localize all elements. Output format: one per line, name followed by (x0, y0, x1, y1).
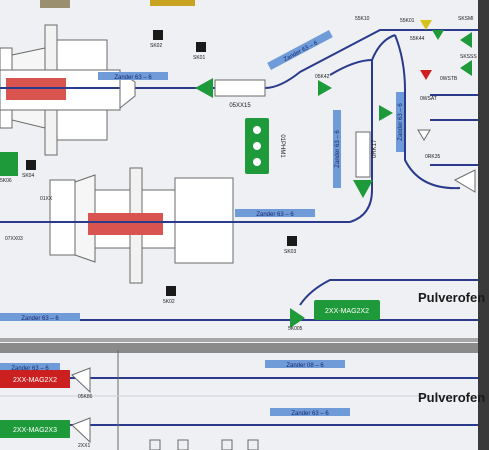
svg-text:05XX15: 05XX15 (229, 103, 251, 109)
svg-text:Zander 63 – 6: Zander 63 – 6 (291, 411, 329, 417)
svg-text:01XX: 01XX (40, 196, 53, 202)
conveyor-diag-upper[interactable]: Zander 63 – 6 (267, 30, 333, 71)
conveyor-bus-1[interactable]: Zander 08 – 6 (265, 360, 345, 369)
arrow-left-icon[interactable] (460, 60, 472, 76)
svg-text:05K42: 05K42 (315, 74, 330, 80)
red-status-block[interactable]: 2XX-MAG2X2 (0, 367, 91, 394)
pulverofen-heading-bottom: Pulverofen (418, 390, 485, 405)
svg-text:0RK35: 0RK35 (425, 154, 441, 160)
svg-text:Zander 08 – 6: Zander 08 – 6 (286, 363, 324, 369)
alarm-valve-icon[interactable] (420, 70, 432, 80)
svg-text:55K44: 55K44 (410, 36, 425, 42)
tags: SK02 SK01 SK04 SK03 5K02 5K06 55K10 55K0… (0, 16, 477, 449)
lower-oven-heater (88, 213, 163, 235)
conveyor-bus-2[interactable]: Zander 63 – 6 (270, 408, 350, 417)
header-image-strip (40, 0, 195, 8)
svg-text:05K86: 05K86 (78, 394, 93, 400)
conveyor-vertical-1[interactable]: Zander 63 – 6 (333, 110, 341, 188)
valve-column[interactable]: 0RK17 (353, 131, 378, 198)
svg-text:5K06: 5K06 (0, 178, 12, 184)
svg-text:SK03: SK03 (284, 249, 296, 255)
arrow-right-icon[interactable] (379, 105, 393, 121)
green-status-bar[interactable]: 2XX-MAG2X2 (290, 300, 380, 328)
svg-text:2XX1: 2XX1 (78, 443, 90, 449)
green-direction-markers[interactable] (318, 32, 472, 121)
conveyor-top[interactable]: Zander 63 – 6 (98, 72, 168, 81)
svg-text:07XX03: 07XX03 (5, 236, 23, 242)
svg-text:Zander 63 – 6: Zander 63 – 6 (21, 316, 59, 322)
conveyor-middle[interactable]: Zander 63 – 6 (235, 209, 315, 218)
arrow-left-icon[interactable] (460, 32, 472, 48)
right-edge (478, 0, 489, 450)
arrow-right-icon[interactable] (318, 80, 332, 96)
conveyor-vertical-2[interactable]: Zander 63 – 6 (396, 92, 404, 152)
svg-text:Zander 63 – 6: Zander 63 – 6 (114, 75, 152, 81)
svg-text:5K02: 5K02 (163, 299, 175, 305)
svg-text:2XX-MAG2X2: 2XX-MAG2X2 (325, 308, 369, 315)
svg-text:SKSMI: SKSMI (458, 16, 474, 22)
svg-text:0WSAT: 0WSAT (420, 96, 437, 102)
upper-oven[interactable] (0, 24, 195, 156)
svg-text:SK04: SK04 (22, 173, 34, 179)
svg-text:01PHM1: 01PHM1 (279, 134, 285, 158)
svg-text:Zander 63 – 6: Zander 63 – 6 (256, 212, 294, 218)
green-unit[interactable]: 01PHM1 (245, 118, 285, 174)
green-status-block[interactable]: 2XX-MAG2X3 (0, 417, 91, 444)
svg-text:2XX-MAG2X3: 2XX-MAG2X3 (13, 427, 57, 434)
svg-text:2XX-MAG2X2: 2XX-MAG2X2 (13, 377, 57, 384)
svg-text:5K005: 5K005 (288, 326, 303, 332)
svg-text:Zander 63 – 6: Zander 63 – 6 (398, 103, 404, 141)
svg-text:SK02: SK02 (150, 43, 162, 49)
status-valves[interactable] (417, 20, 476, 193)
svg-text:0RK17: 0RK17 (372, 139, 378, 158)
warning-valve-icon[interactable] (420, 20, 432, 30)
svg-text:0WSTB: 0WSTB (440, 76, 458, 82)
lower-panel (0, 338, 489, 450)
svg-text:Zander 63 – 6: Zander 63 – 6 (335, 130, 341, 168)
svg-text:Zander 63 – 6: Zander 63 – 6 (11, 366, 49, 372)
svg-text:SK01: SK01 (193, 55, 205, 61)
indicators[interactable] (26, 30, 297, 296)
conveyors: Zander 63 – 6 Zander 63 – 6 Zander 63 – … (0, 30, 404, 417)
conveyor-bus-3[interactable]: Zander 63 – 6 (0, 363, 60, 372)
conveyor-left-bottom[interactable]: Zander 63 – 6 (0, 313, 80, 322)
lower-oven[interactable] (0, 167, 350, 284)
svg-text:SKSSS: SKSSS (460, 54, 477, 60)
svg-text:55K01: 55K01 (400, 18, 415, 24)
valve-top[interactable]: 05XX15 (195, 78, 266, 109)
svg-text:55K10: 55K10 (355, 16, 370, 22)
pulverofen-heading-top: Pulverofen (418, 290, 485, 305)
left-green-marker[interactable] (0, 152, 18, 176)
